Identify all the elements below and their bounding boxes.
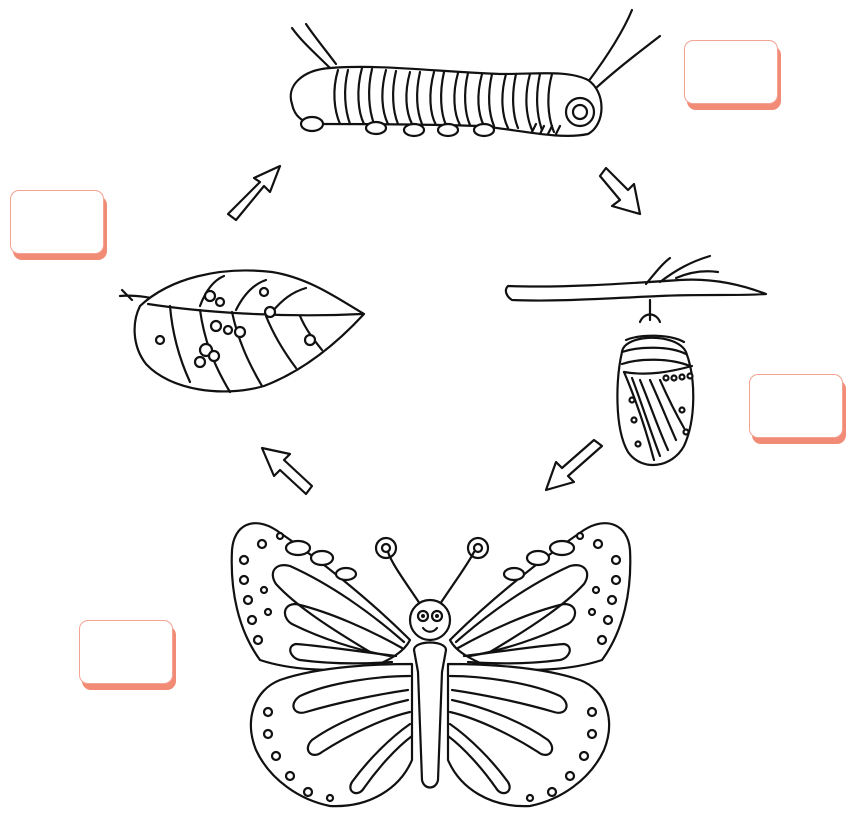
butterfly-icon [232, 523, 631, 806]
label-box-egg[interactable] [10, 190, 104, 254]
chrysalis-icon [506, 256, 766, 465]
label-box-larva[interactable] [684, 40, 778, 104]
arrow-caterpillar-to-chrysalis [600, 168, 640, 214]
label-box-pupa[interactable] [749, 374, 843, 438]
arrow-leaf-to-caterpillar [228, 166, 280, 220]
leaf-with-eggs-icon [120, 270, 364, 392]
arrow-chrysalis-to-butterfly [546, 440, 602, 490]
label-box-adult[interactable] [79, 620, 173, 684]
caterpillar-icon [291, 10, 660, 136]
arrow-butterfly-to-leaf [262, 448, 312, 494]
